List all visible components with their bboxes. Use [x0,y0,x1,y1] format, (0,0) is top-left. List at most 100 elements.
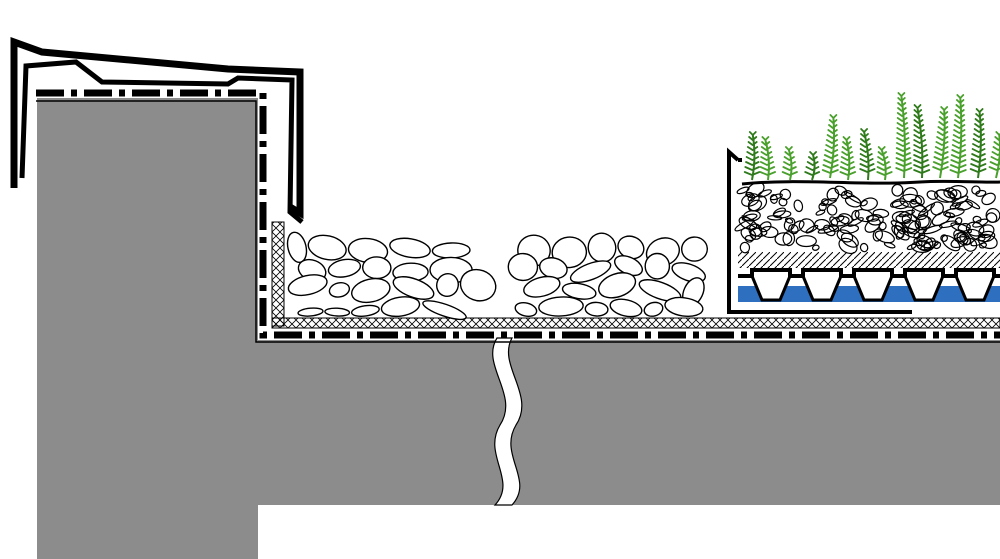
plant-leaf [913,139,927,144]
plant-leaf [913,154,929,159]
aggregate [899,193,923,208]
aggregate [872,228,884,242]
waterproof-membrane [36,89,1000,343]
plant-leaf [825,144,839,149]
plant-leaf [760,151,773,156]
plant-leaf [747,146,759,151]
plant-leaf [954,114,965,119]
plant-leaf [950,159,967,164]
pebble [327,258,362,278]
plant-leaf [842,141,852,146]
plant-leaf [939,111,949,116]
plant-leaf [877,146,886,151]
plant-leaf [744,166,760,171]
pebble [561,282,597,300]
plant-leaf [952,139,966,144]
plant-leaf [859,158,874,163]
pebble [514,301,538,318]
pebble [644,252,671,280]
plant-leaf [759,171,776,176]
plant-leaf [841,151,853,156]
plant-leaf [913,149,928,154]
aggregate [931,211,951,227]
plant-leaf [913,134,926,139]
plant-leaf [934,151,949,156]
aggregate [859,197,878,211]
plant-leaf [896,122,908,127]
aggregate [954,217,963,226]
aggregate [909,200,927,213]
plant-leaf [859,148,872,153]
plant-leaf [913,144,927,149]
plant-leaf [954,119,966,124]
plant-leaf [971,153,986,158]
pebble [584,301,609,317]
aggregate [747,199,763,212]
plant-leaf [952,134,966,139]
plant-leaf [748,136,758,141]
plant-leaf [877,151,887,156]
aggregate [926,190,939,200]
plant-stem [995,134,1000,179]
plant-leaf [991,151,1000,156]
vegetation [743,92,1000,181]
plant-leaf [895,157,912,162]
aggregate [840,232,859,248]
plant-leaf [955,104,965,109]
plant-leaf [995,131,1000,136]
plant-leaf [859,163,875,168]
plant-leaf [828,124,838,129]
aggregate [840,190,853,200]
plant-leaf [972,143,986,148]
plant-leaf [973,128,985,133]
plant-leaf [953,129,966,134]
pebble [307,234,347,261]
aggregate [774,232,793,246]
plant-leaf [860,138,870,143]
plant-leaf [743,171,761,176]
plant-leaf [860,128,868,133]
aggregate [757,189,772,198]
plant-leaf [745,161,760,166]
plant-leaf [760,146,772,151]
aggregate [986,212,998,223]
plant-leaf [806,161,819,166]
aggregate [745,191,754,198]
plant-leaf [840,161,855,166]
plant-leaf [897,102,907,107]
pebble [507,252,539,282]
aggregate [917,202,936,217]
aggregate [874,230,895,244]
plant-leaf [895,152,911,157]
aggregate [758,221,772,233]
plant-leaf [839,171,857,176]
plant-leaf [956,99,965,104]
plant-leaf [956,94,965,99]
aggregate [872,208,890,219]
pebble [436,272,459,298]
pebble [523,275,561,298]
plant-leaf [970,158,987,163]
plant-leaf [950,164,967,169]
drainage-cup [750,275,792,302]
plant-leaf [938,121,949,126]
plant-leaf [969,168,987,173]
aggregate [906,243,917,251]
aggregate [795,235,817,248]
plant-leaf [951,144,966,149]
plant-leaf [839,166,856,171]
plant-leaf [827,129,838,134]
aggregate [811,244,820,251]
parapet-coping [10,37,304,224]
plant-leaf [940,106,949,111]
aggregate [783,217,796,232]
parapet-wall [37,98,258,559]
edge-profile [727,147,912,314]
break-line [492,337,523,506]
plant-leaf [975,113,984,118]
plant-leaf [993,141,1000,146]
aggregate [962,237,978,252]
plant-leaf [782,166,797,171]
plant-leaf [936,136,949,141]
